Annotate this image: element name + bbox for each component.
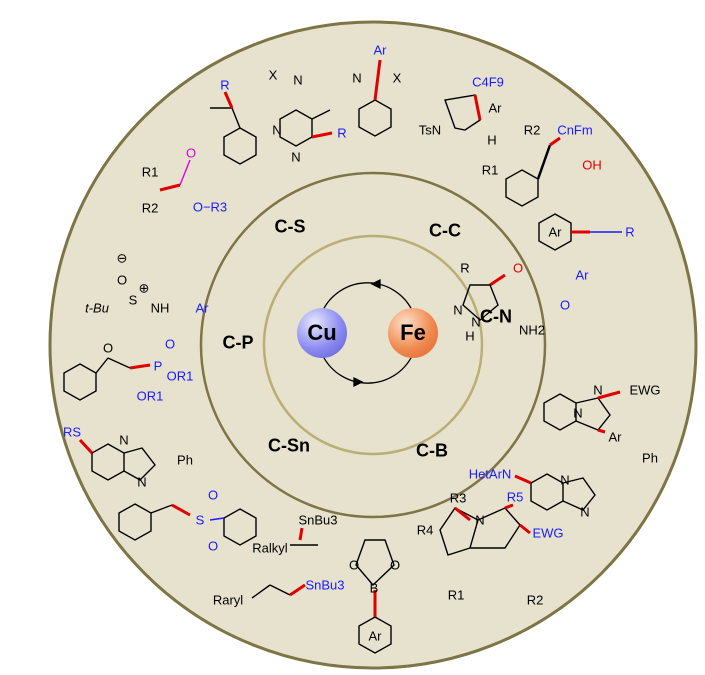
atom-label: R bbox=[460, 260, 470, 276]
iron-label: Fe bbox=[400, 320, 426, 345]
atom-label: N bbox=[291, 149, 301, 165]
atom-label: N bbox=[119, 432, 129, 448]
atom-label: SnBu3 bbox=[298, 512, 338, 528]
atom-label: CnFm bbox=[557, 122, 593, 138]
atom-label: OR1 bbox=[166, 368, 194, 384]
atom-label: HetArN bbox=[468, 466, 512, 482]
inner-ring bbox=[262, 234, 484, 456]
atom-label: Ralkyl bbox=[252, 540, 288, 556]
atom-label: O bbox=[185, 145, 197, 161]
atom-label: C4F9 bbox=[472, 74, 504, 90]
atom-label: Ar bbox=[575, 267, 589, 283]
atom-label: N bbox=[580, 504, 590, 520]
plus-charge-icon: ⊕ bbox=[138, 280, 150, 296]
atom-label: Raryl bbox=[212, 592, 244, 608]
atom-label: Ar bbox=[488, 100, 502, 116]
minus-charge-icon: ⊖ bbox=[116, 250, 128, 266]
atom-label: N bbox=[352, 70, 362, 86]
atom-label: R2 bbox=[141, 200, 159, 216]
catalytic-cycle-arrows bbox=[322, 278, 413, 388]
atom-label: EWG bbox=[629, 382, 661, 398]
atom-label: O−R3 bbox=[192, 199, 228, 215]
atom-label: R1 bbox=[447, 587, 465, 603]
atom-label: H bbox=[465, 328, 475, 344]
atom-label: R5 bbox=[506, 489, 524, 505]
atom-label: P bbox=[153, 358, 163, 374]
atom-label: O bbox=[116, 272, 128, 288]
atom-label: N bbox=[593, 382, 603, 398]
atom-label: H bbox=[487, 132, 497, 148]
atom-label: Ar bbox=[195, 300, 209, 316]
atom-label: X bbox=[268, 67, 278, 83]
atom-label: OR1 bbox=[136, 388, 164, 404]
atom-label: N bbox=[560, 472, 570, 488]
atom-label: N bbox=[471, 314, 481, 330]
atom-label: X bbox=[392, 70, 402, 86]
atom-label: R bbox=[625, 224, 635, 240]
atom-label: R1 bbox=[141, 164, 159, 180]
bond-label-csn: C-Sn bbox=[268, 435, 310, 456]
atom-label: N bbox=[475, 512, 485, 528]
atom-label: R bbox=[220, 77, 230, 93]
atom-label: SnBu3 bbox=[305, 577, 345, 593]
atom-label: Ph bbox=[177, 452, 193, 468]
bond-label-cp: C-P bbox=[222, 332, 254, 353]
atom-label: NH bbox=[150, 300, 170, 316]
atom-label: Ar bbox=[373, 42, 387, 58]
bond-label-cb: C-B bbox=[416, 440, 448, 461]
atom-label: TsN bbox=[418, 122, 442, 138]
bond-label-cn: C-N bbox=[480, 306, 512, 327]
copper-sphere: Cu bbox=[297, 308, 347, 358]
structure-drawings bbox=[63, 59, 622, 654]
atom-label: S bbox=[128, 292, 138, 308]
atom-label: R4 bbox=[416, 522, 434, 538]
atom-label: O bbox=[559, 297, 571, 313]
atom-label: RS bbox=[62, 424, 82, 440]
atom-label: O bbox=[348, 557, 360, 573]
atom-label: N bbox=[573, 405, 583, 421]
atom-label: R3 bbox=[449, 490, 467, 506]
atom-label: N bbox=[453, 302, 463, 318]
atom-label: O bbox=[164, 336, 176, 352]
atom-label: OH bbox=[582, 157, 602, 173]
atom-label: S bbox=[195, 512, 205, 528]
atom-label: B bbox=[369, 580, 379, 596]
atom-label: R bbox=[337, 125, 347, 141]
atom-label: NH2 bbox=[518, 322, 546, 338]
atom-label: R2 bbox=[523, 122, 541, 138]
atom-label: Ar bbox=[608, 429, 622, 445]
atom-label: N bbox=[272, 122, 282, 138]
atom-label: Ar bbox=[548, 224, 562, 240]
atom-label: O bbox=[207, 487, 219, 503]
iron-sphere: Fe bbox=[388, 308, 438, 358]
copper-label: Cu bbox=[307, 320, 337, 345]
atom-label: EWG bbox=[532, 525, 564, 541]
atom-label: N bbox=[137, 474, 147, 490]
atom-label: O bbox=[512, 260, 524, 276]
atom-label: t-Bu bbox=[85, 300, 109, 316]
atom-label: N bbox=[293, 72, 303, 88]
atom-label: O bbox=[102, 340, 114, 356]
bond-label-cc: C-C bbox=[429, 220, 461, 241]
bond-label-cs: C-S bbox=[274, 216, 306, 237]
atom-label: O bbox=[389, 557, 401, 573]
atom-label: O bbox=[207, 538, 219, 554]
atom-label: R1 bbox=[481, 162, 499, 178]
atom-label: Ar bbox=[368, 628, 382, 644]
atom-label: Ph bbox=[642, 450, 658, 466]
atom-label: R2 bbox=[526, 592, 544, 608]
